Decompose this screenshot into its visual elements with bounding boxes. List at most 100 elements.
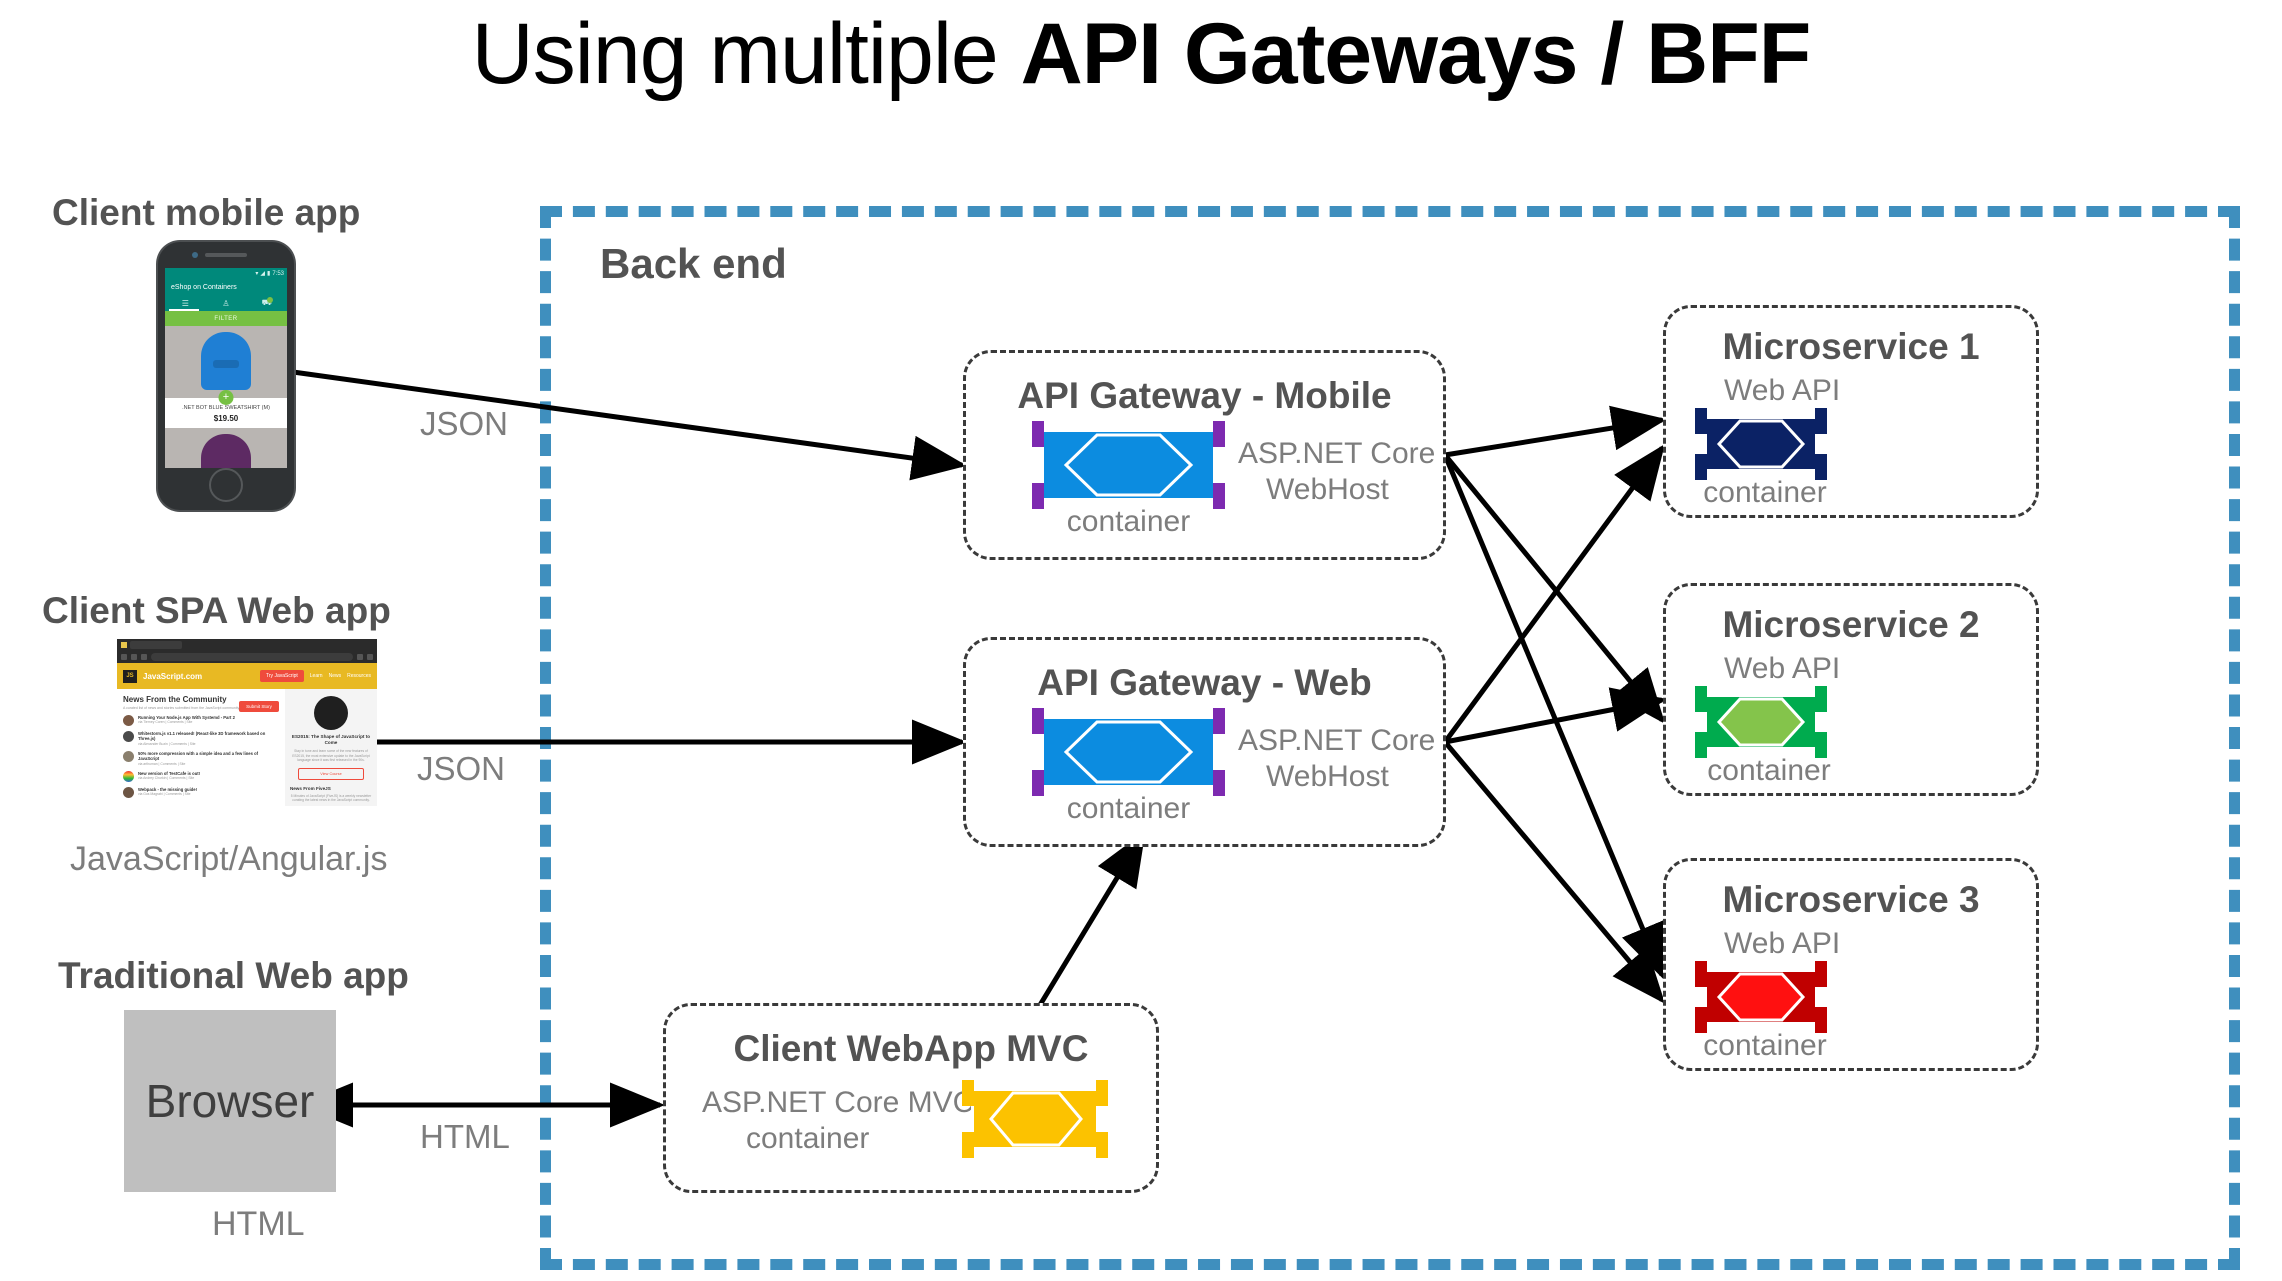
news-headline: News From the Community: [123, 695, 227, 704]
back-icon[interactable]: [121, 654, 127, 660]
mobile-phone-mockup: ▾ ◢ ▮ 7:53 eShop on Containers ☰ ♙ ⛟ FIL…: [158, 242, 294, 510]
phone-clock: 7:53: [272, 270, 284, 277]
gateway-mobile-container-label: container: [1066, 505, 1191, 538]
item-meta: via Tierney Coren | Comments | Site: [138, 720, 193, 725]
phone-status-bar: ▾ ◢ ▮ 7:53: [165, 268, 287, 279]
traditional-web-heading: Traditional Web app: [58, 955, 409, 996]
menu-icon[interactable]: ☰: [181, 298, 189, 308]
client-spa-heading: Client SPA Web app: [42, 590, 391, 631]
phone-filter-button[interactable]: FILTER: [165, 311, 287, 326]
gateway-mobile-host-line1: ASP.NET Core: [1238, 437, 1436, 470]
course-badge-icon: [313, 696, 348, 730]
site-columns: News From the Community A curated list o…: [117, 689, 377, 806]
tab-underline: [169, 309, 199, 311]
person-icon[interactable]: ♙: [222, 298, 230, 308]
ms2-api-label: Web API: [1724, 652, 1841, 685]
nav-learn[interactable]: Learn: [309, 673, 323, 679]
client-webapp-mvc-node[interactable]: Client WebApp MVC ASP.NET Core MVC conta…: [663, 1003, 1159, 1193]
address-field[interactable]: [151, 653, 353, 661]
browser-box: Browser: [124, 1010, 336, 1192]
container-icon: [1032, 708, 1225, 796]
backend-label: Back end: [600, 240, 787, 287]
ms1-api-label: Web API: [1724, 374, 1841, 407]
list-item[interactable]: Running Your Node.js App With Systemd - …: [123, 714, 279, 726]
avatar: [123, 730, 134, 742]
list-item[interactable]: Webpack - the missing guide! via Gus Mag…: [123, 786, 279, 798]
phone-home-button[interactable]: [209, 468, 243, 502]
product-price: $19.50: [213, 414, 239, 423]
microservice-2-node[interactable]: Microservice 2 Web API container: [1663, 583, 2039, 796]
mvc-line2: container: [746, 1122, 870, 1155]
view-course-button[interactable]: View Course: [297, 767, 364, 780]
backend-boundary: [540, 206, 2240, 1270]
site-header: JS JavaScript.com Try JavaScript Learn N…: [117, 663, 377, 689]
gateway-web-host-line2: WebHost: [1266, 760, 1389, 793]
forward-icon[interactable]: [131, 654, 137, 660]
ms2-container-label: container: [1707, 754, 1831, 787]
nav-news[interactable]: News: [328, 673, 342, 679]
item-title: Whitestorm.js v1.1 released! (React-like…: [138, 730, 266, 742]
cart-icon[interactable]: ⛟: [261, 298, 272, 307]
phone-camera-icon: [192, 252, 198, 258]
list-item[interactable]: Whitestorm.js v1.1 released! (React-like…: [123, 730, 279, 746]
sidebar-column: ES2015: The Shape of JavaScript to Come …: [284, 689, 377, 806]
product-image-purple: [165, 428, 287, 468]
phone-screen: ▾ ◢ ▮ 7:53 eShop on Containers ☰ ♙ ⛟ FIL…: [165, 268, 287, 468]
title-light: Using multiple: [471, 6, 1021, 102]
sidebar-text: Stay in tune and learn some of the new f…: [292, 748, 370, 763]
spa-caption: JavaScript/Angular.js: [70, 840, 388, 878]
list-item[interactable]: New version of TestCafe is out! via Andr…: [123, 770, 279, 782]
phone-tab-bar[interactable]: ☰ ♙ ⛟: [165, 295, 287, 311]
more-icon[interactable]: [367, 654, 373, 660]
microservice-1-node[interactable]: Microservice 1 Web API container: [1663, 305, 2039, 518]
sidebar-subtext: 5 Minutes of JavaScript (FiveJS) is a we…: [290, 793, 372, 803]
product-image-blue: +: [165, 326, 287, 405]
page-title: Using multiple API Gateways / BFF: [0, 5, 2282, 104]
item-title: Webpack - the missing guide!: [138, 786, 198, 792]
mvc-line1: ASP.NET Core MVC: [702, 1086, 975, 1119]
cart-badge: [267, 297, 273, 303]
api-gateway-web-node[interactable]: API Gateway - Web container ASP.NET Core…: [963, 637, 1446, 847]
purple-hoodie-icon: [201, 434, 251, 468]
browser-tab[interactable]: [130, 641, 182, 649]
title-bold: API Gateways / BFF: [1020, 6, 1812, 102]
ms1-title: Microservice 1: [1722, 326, 1980, 367]
microservice-3-node[interactable]: Microservice 3 Web API container: [1663, 858, 2039, 1071]
browser-url-bar[interactable]: [117, 651, 377, 663]
ms1-container-label: container: [1703, 476, 1827, 509]
container-icon: [1695, 686, 1827, 758]
js-logo-icon: JS: [123, 669, 137, 683]
ms2-title: Microservice 2: [1722, 604, 1980, 645]
try-javascript-button[interactable]: Try JavaScript: [260, 670, 304, 682]
item-title: Running Your Node.js App With Systemd - …: [138, 714, 235, 720]
blue-hoodie-icon: [201, 332, 251, 390]
browser-caption: HTML: [212, 1205, 305, 1243]
gateway-mobile-title: API Gateway - Mobile: [1017, 375, 1392, 416]
nav-resources[interactable]: Resources: [347, 673, 371, 679]
item-meta: via arthuman | Comments | Site: [138, 761, 186, 766]
container-icon: [962, 1080, 1108, 1158]
site-name: JavaScript.com: [143, 671, 203, 681]
item-meta: via Alexander Buzin | Comments | Site: [138, 741, 196, 746]
edge-label-json-spa: JSON: [417, 750, 506, 787]
edge-label-html: HTML: [420, 1118, 510, 1155]
item-meta: via Gus Magrabi | Comments | Site: [138, 792, 191, 797]
add-to-cart-button[interactable]: +: [218, 390, 234, 405]
submit-story-button[interactable]: Submit Story: [239, 700, 279, 712]
phone-speaker: [205, 253, 247, 257]
sidebar-title: ES2015: The Shape of JavaScript to Come: [291, 734, 371, 745]
container-icon: [1032, 421, 1225, 509]
news-column: News From the Community A curated list o…: [117, 689, 285, 806]
favicon-icon: [121, 642, 127, 648]
ms3-container-label: container: [1703, 1029, 1827, 1062]
edge-label-json-mobile: JSON: [420, 405, 509, 442]
container-icon: [1695, 961, 1827, 1033]
mvc-title: Client WebApp MVC: [733, 1028, 1089, 1069]
star-icon[interactable]: [357, 654, 363, 660]
gateway-web-host-line1: ASP.NET Core: [1238, 724, 1436, 757]
reload-icon[interactable]: [141, 654, 147, 660]
container-icon: [1695, 408, 1827, 480]
list-item[interactable]: 50% more compression with a simple idea …: [123, 750, 279, 766]
api-gateway-mobile-node[interactable]: API Gateway - Mobile container ASP.NET C…: [963, 350, 1446, 560]
